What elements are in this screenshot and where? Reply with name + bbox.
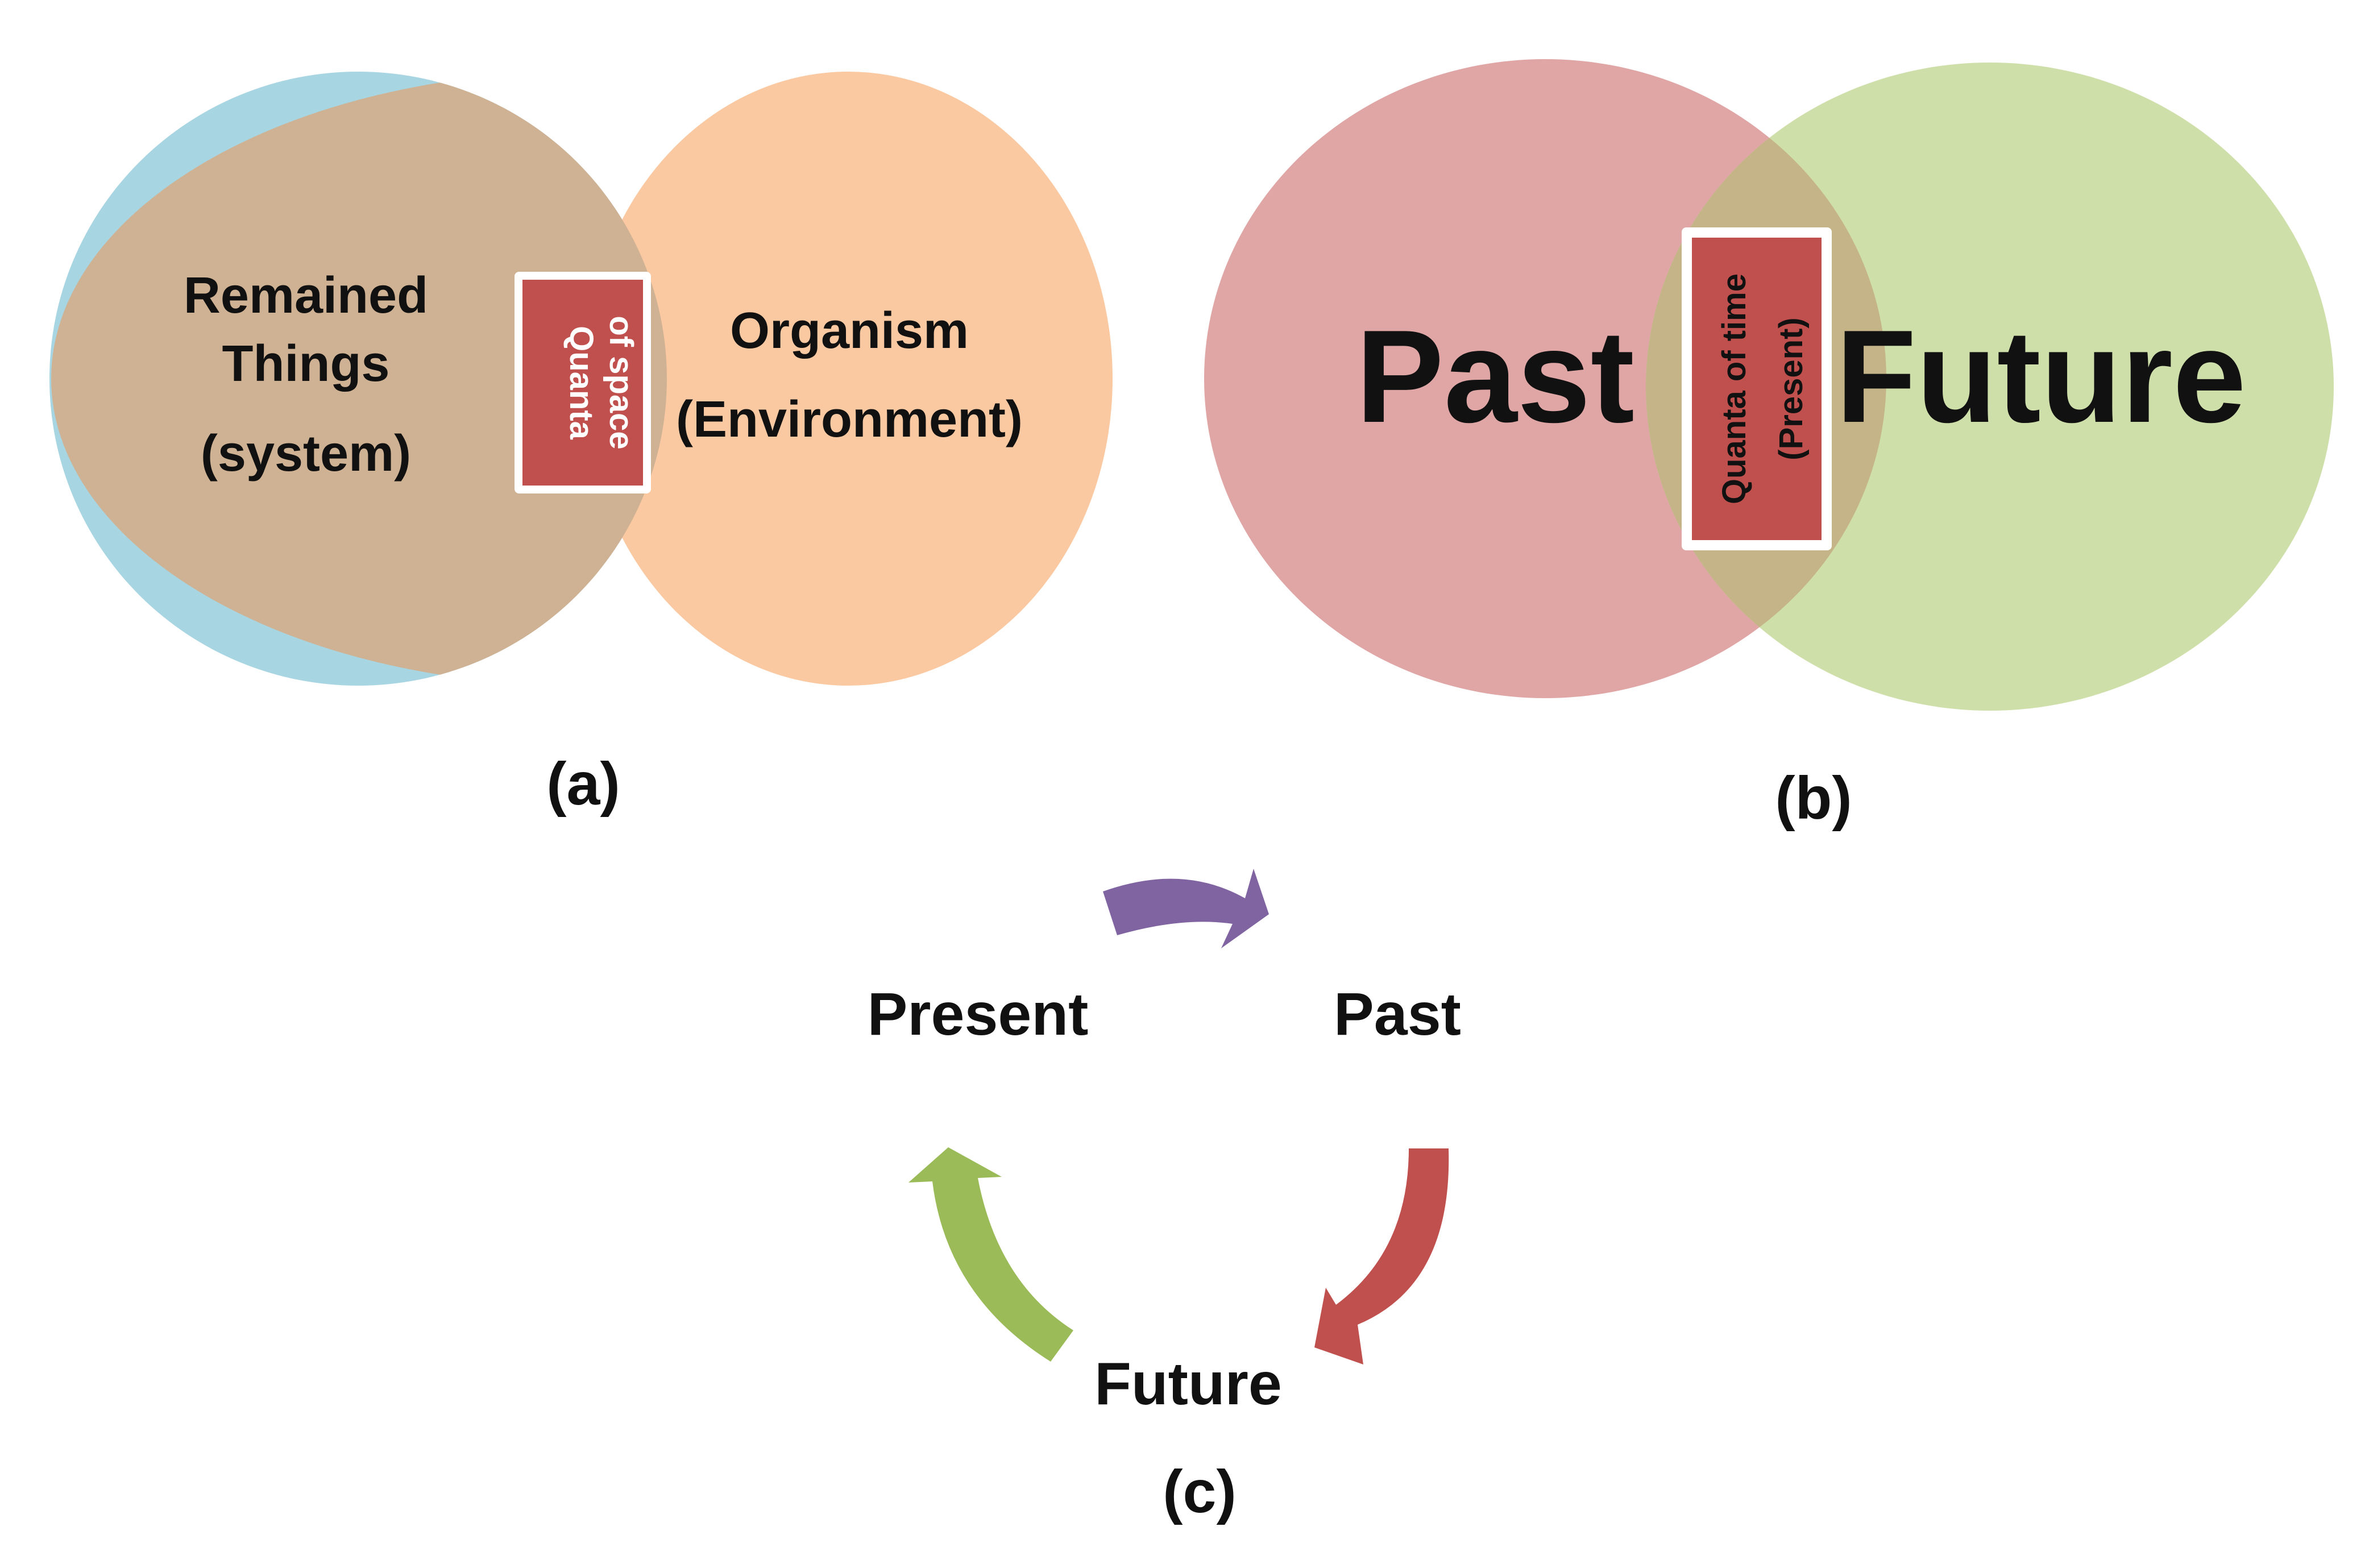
remained-things-label-line1: Remained xyxy=(184,267,428,324)
future-label: Future xyxy=(1094,1350,1282,1417)
future-to-present-arrow-icon xyxy=(908,1147,1073,1362)
quanta-of-time-box: Quanta of time (Present) xyxy=(1682,227,1832,550)
remained-things-label-line2: Things xyxy=(222,335,390,392)
panel-c-time-cycle: Present Past Future (c) xyxy=(868,869,1461,1525)
panel-a-venn-diagram: Remained Things (system) Organism (Envir… xyxy=(49,72,1113,818)
past-to-future-arrow-icon xyxy=(1314,1148,1449,1364)
past-label: Past xyxy=(1334,981,1461,1048)
space-overlap-region xyxy=(51,72,667,686)
panel-b-venn-diagram: Past Quanta of time (Present) Future (b) xyxy=(1204,59,2334,832)
past-label-large: Past xyxy=(1356,303,1634,450)
present-label: Present xyxy=(868,981,1089,1048)
quanta-of-space-line2: of space xyxy=(603,316,640,449)
environment-label: (Environment) xyxy=(676,391,1023,448)
present-in-box-label: (Present) xyxy=(1773,317,1810,460)
organism-label: Organism xyxy=(730,302,969,359)
caption-a: (a) xyxy=(546,750,620,818)
present-to-past-arrow-icon xyxy=(1103,869,1269,948)
caption-b: (b) xyxy=(1775,765,1852,832)
system-label: (system) xyxy=(201,425,411,482)
quanta-of-space-line1: Quanta xyxy=(563,326,600,440)
future-label-large: Future xyxy=(1836,303,2246,450)
quanta-of-space-box: Quanta of space xyxy=(515,272,651,493)
organism-circle xyxy=(584,72,1113,686)
quanta-of-time-line1: Quanta of time xyxy=(1716,273,1753,504)
caption-c: (c) xyxy=(1163,1458,1237,1525)
